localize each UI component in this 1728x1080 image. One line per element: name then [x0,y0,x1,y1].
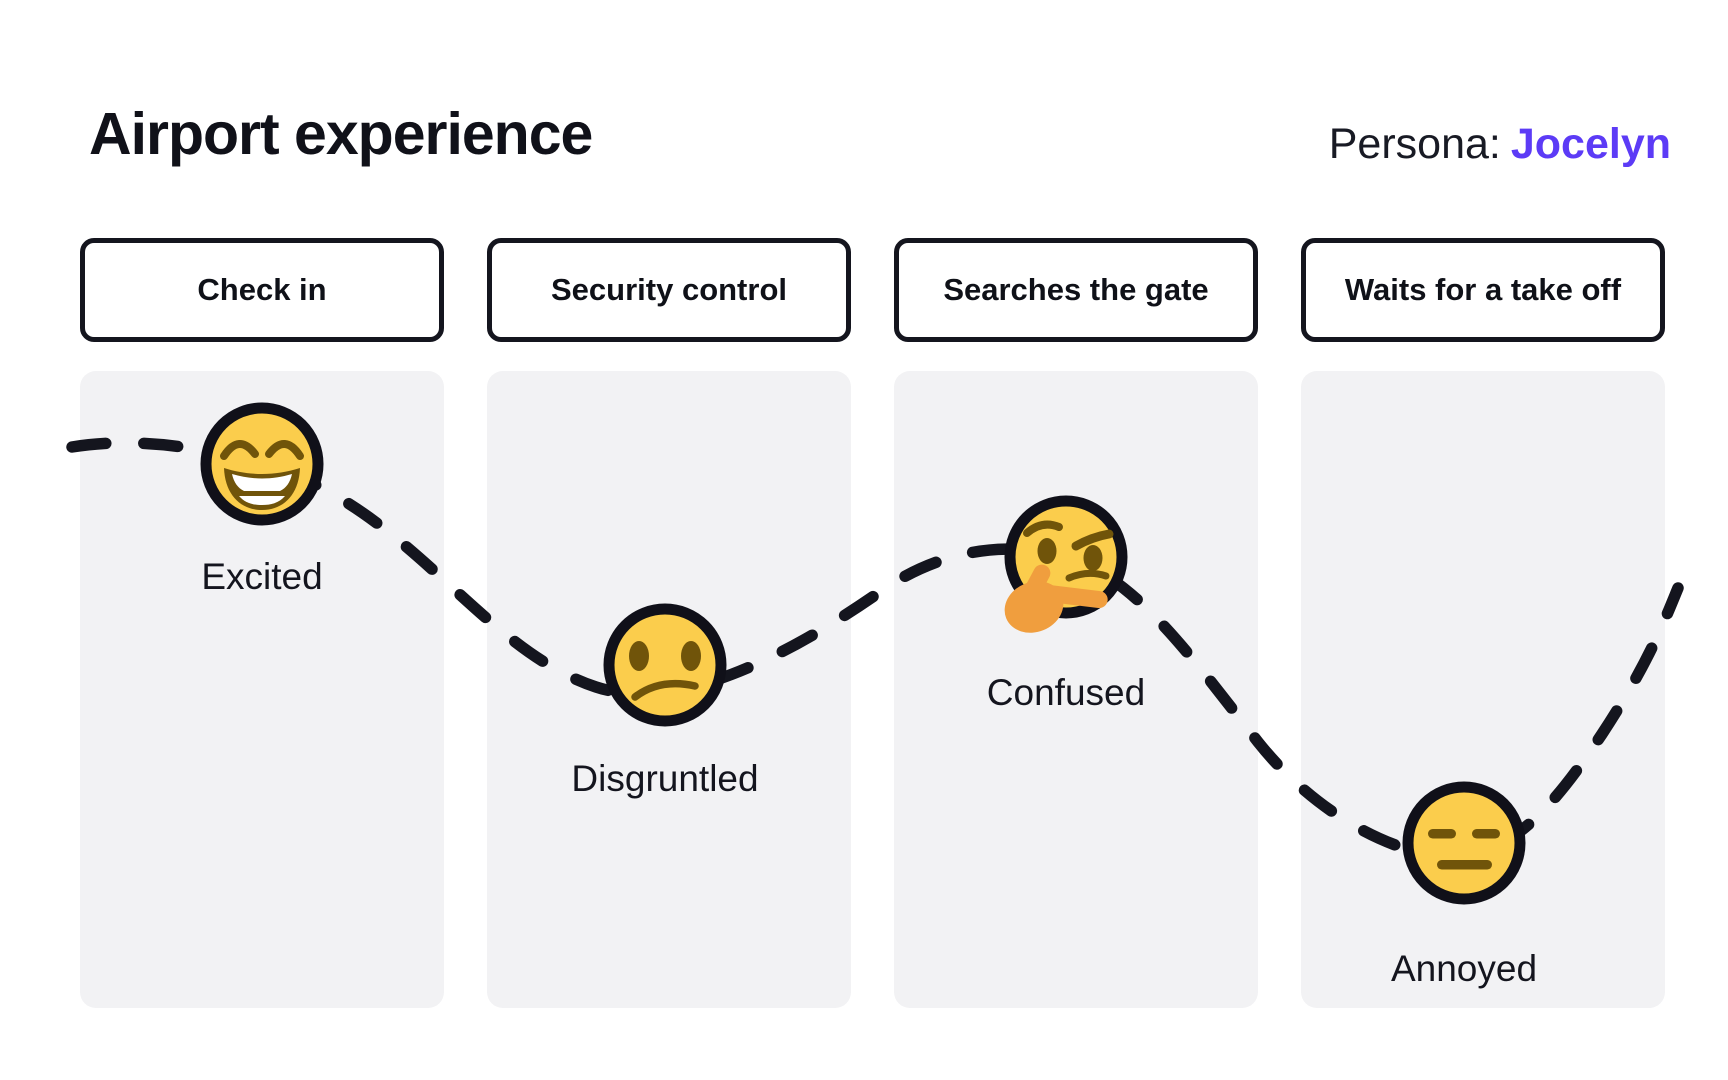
stage-header-label: Check in [197,272,327,307]
persona: Persona:Jocelyn [1329,120,1671,169]
stage-header-security-control[interactable]: Security control [487,238,851,342]
persona-label: Persona: [1328,120,1501,168]
emotion-label-excited: Excited [201,556,323,597]
stage-column-waits-for-take-off [1301,371,1665,1008]
stage-header-waits-for-take-off[interactable]: Waits for a take off [1301,238,1665,342]
emotion-label-confused: Confused [986,672,1146,713]
stage-header-label: Waits for a take off [1344,272,1622,307]
emotion-label-annoyed: Annoyed [1390,948,1538,989]
stage-header-label: Security control [551,272,787,307]
stage-column-security-control [487,371,851,1008]
stage-column-check-in [80,371,444,1008]
stage-header-label: Searches the gate [943,272,1209,307]
persona-name[interactable]: Jocelyn [1510,120,1671,168]
stage-header-searches-the-gate[interactable]: Searches the gate [894,238,1258,342]
page-title: Airport experience [89,101,593,167]
stage-header-check-in[interactable]: Check in [80,238,444,342]
emotion-label-disgruntled: Disgruntled [571,758,759,799]
